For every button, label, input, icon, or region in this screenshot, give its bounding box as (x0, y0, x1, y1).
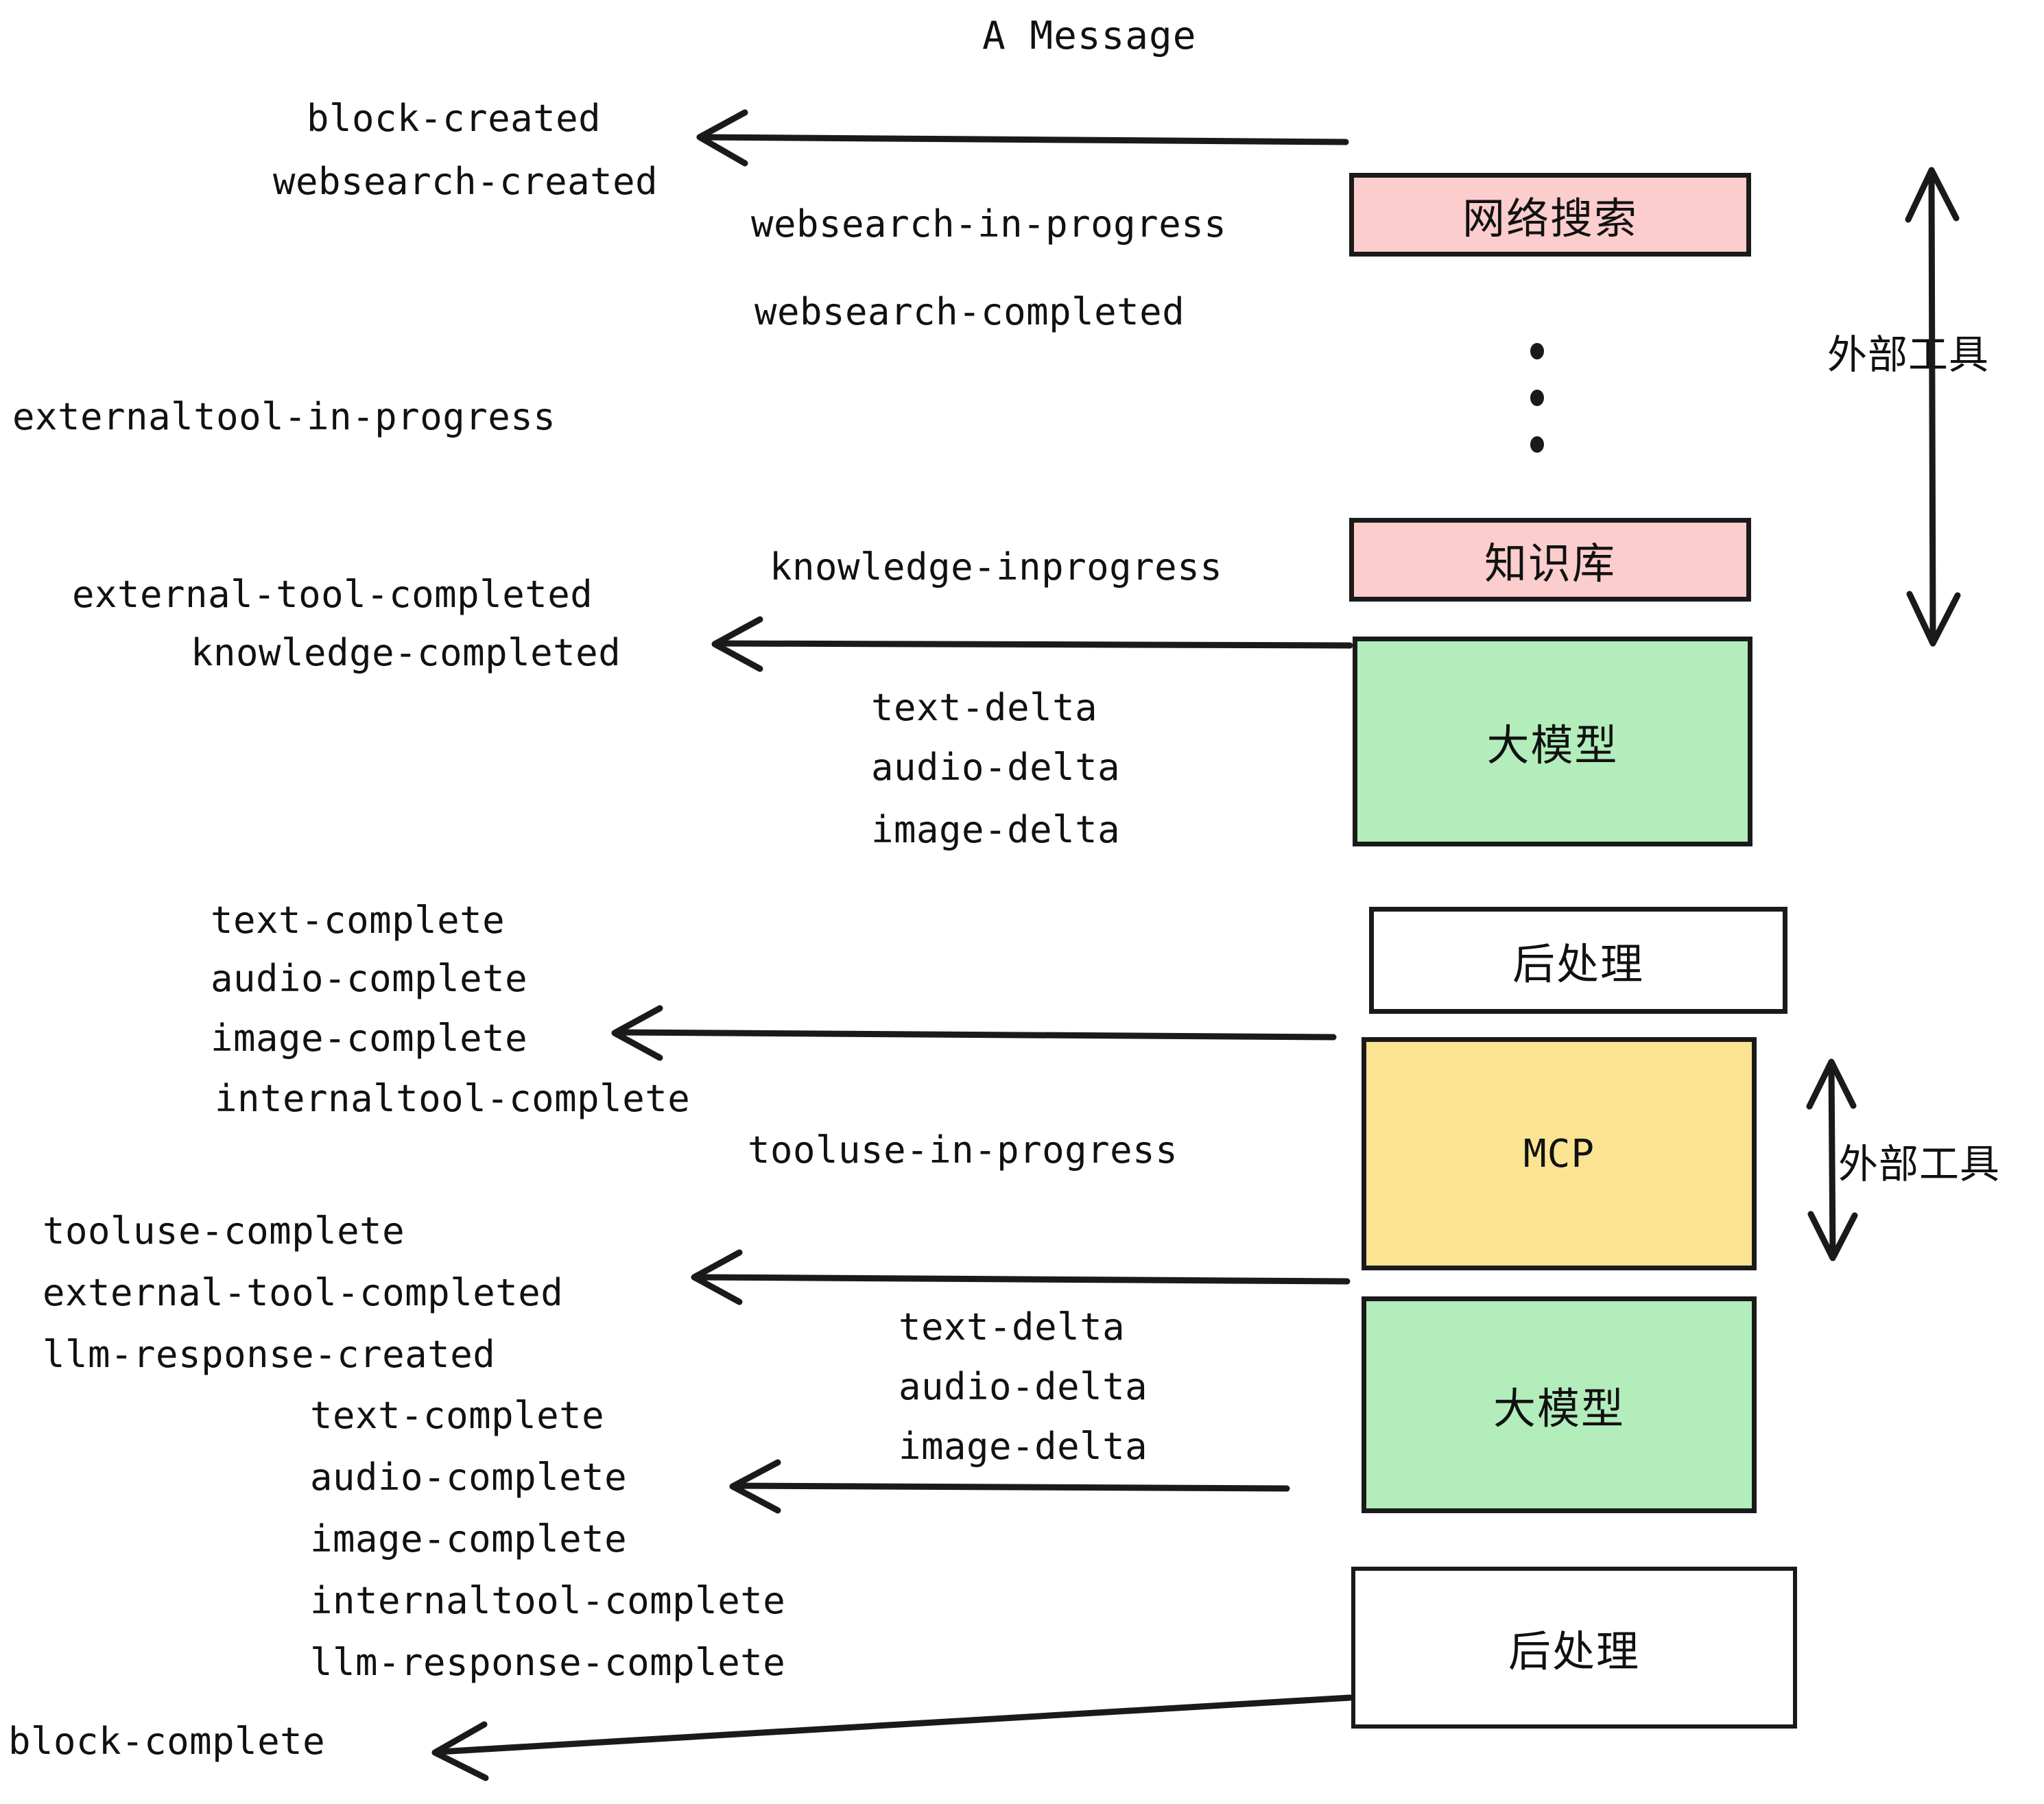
vertical-ellipsis (1530, 343, 1545, 453)
event-websearch-in-progress: websearch-in-progress (751, 202, 1227, 246)
event-audio-complete-2: audio-complete (310, 1456, 628, 1499)
node-websearch[interactable]: 网络搜索 (1349, 173, 1751, 257)
event-external-tool-completed-2: external-tool-completed (43, 1271, 564, 1314)
node-knowledge[interactable]: 知识库 (1349, 518, 1751, 602)
event-internaltool-complete-1: internaltool-complete (215, 1077, 691, 1120)
event-audio-complete-1: audio-complete (211, 957, 528, 1000)
event-text-delta-1: text-delta (871, 686, 1098, 729)
node-postprocess-1-label: 后处理 (1512, 939, 1644, 989)
event-audio-delta-1: audio-delta (871, 746, 1121, 789)
side-label-external-tool-top: 外部工具 (1827, 331, 1990, 378)
node-llm-2[interactable]: 大模型 (1362, 1296, 1757, 1513)
event-image-delta-2: image-delta (899, 1425, 1148, 1468)
event-tooluse-in-progress: tooluse-in-progress (748, 1128, 1178, 1172)
bracket-external-tool-top (1905, 167, 1961, 647)
side-label-external-tool-bottom: 外部工具 (1838, 1141, 2001, 1187)
node-llm-1-label: 大模型 (1486, 720, 1619, 770)
node-llm-1[interactable]: 大模型 (1353, 637, 1752, 846)
event-block-complete: block-complete (8, 1720, 326, 1763)
event-websearch-created: websearch-created (273, 160, 658, 203)
node-postprocess-2[interactable]: 后处理 (1351, 1567, 1797, 1729)
event-audio-delta-2: audio-delta (899, 1365, 1148, 1408)
event-text-complete-1: text-complete (211, 899, 506, 942)
event-tooluse-complete: tooluse-complete (43, 1209, 405, 1253)
event-knowledge-completed: knowledge-completed (191, 631, 621, 674)
event-external-tool-completed-1: external-tool-completed (72, 573, 593, 616)
event-llm-response-complete: llm-response-complete (310, 1641, 786, 1684)
node-postprocess-1[interactable]: 后处理 (1369, 907, 1787, 1014)
event-image-complete-1: image-complete (211, 1017, 528, 1060)
node-websearch-label: 网络搜索 (1462, 193, 1638, 244)
event-block-created: block-created (307, 97, 602, 140)
event-text-delta-2: text-delta (899, 1305, 1126, 1349)
event-knowledge-inprogress: knowledge-inprogress (770, 545, 1223, 589)
event-externaltool-in-progress: externaltool-in-progress (12, 395, 556, 438)
event-image-delta-1: image-delta (871, 808, 1121, 851)
node-mcp[interactable]: MCP (1362, 1037, 1757, 1270)
event-text-complete-2: text-complete (310, 1394, 605, 1437)
arrow-websearch-to-block-created (696, 109, 1349, 167)
node-knowledge-label: 知识库 (1484, 538, 1616, 589)
arrow-llm2-to-audio-complete (729, 1459, 1290, 1514)
arrow-postprocess2-to-block-complete (431, 1694, 1353, 1781)
arrow-mcp-to-image-complete (611, 1005, 1337, 1061)
event-internaltool-complete-2: internaltool-complete (310, 1579, 786, 1622)
event-websearch-completed: websearch-completed (754, 290, 1185, 333)
arrow-llm2-to-tooluse-complete (691, 1249, 1351, 1305)
node-postprocess-2-label: 后处理 (1508, 1626, 1640, 1676)
diagram-title: A Message (982, 14, 1197, 58)
arrow-llm1-to-knowledge-completed (711, 616, 1353, 672)
event-image-complete-2: image-complete (310, 1517, 628, 1560)
event-llm-response-created: llm-response-created (43, 1333, 496, 1376)
node-llm-2-label: 大模型 (1493, 1384, 1625, 1434)
node-mcp-label: MCP (1523, 1131, 1595, 1176)
